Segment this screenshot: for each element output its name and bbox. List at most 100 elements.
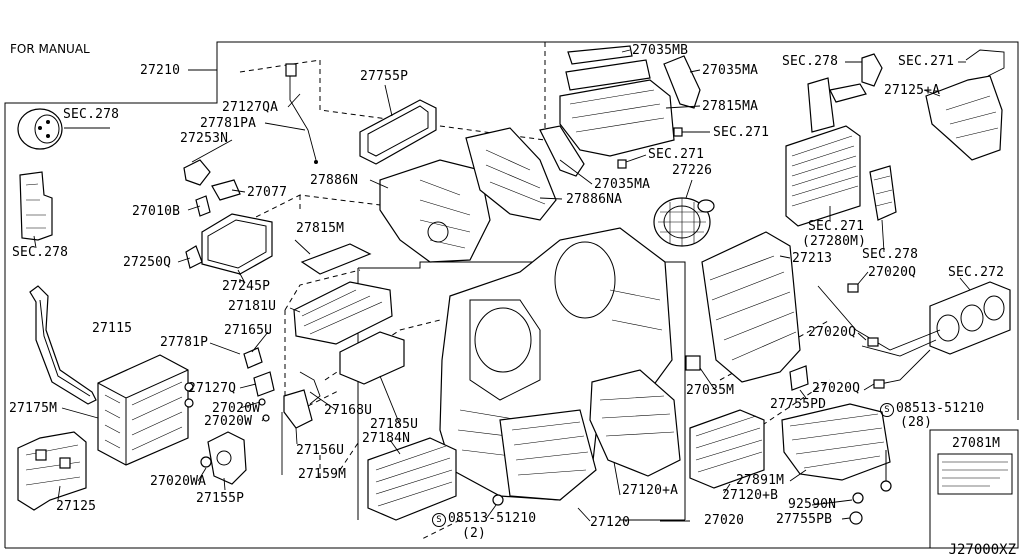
case-half-icon xyxy=(589,369,681,477)
label-27245P: 27245P xyxy=(222,279,271,294)
diagram-frame xyxy=(4,41,1019,548)
s-mark-icon: S xyxy=(880,403,894,417)
label-27226: 27226 xyxy=(672,163,713,178)
floor-duct-icon xyxy=(17,431,87,511)
cable-icon xyxy=(289,76,317,161)
label-27120-a: 27120+A xyxy=(622,483,679,498)
label-sec-278: SEC.278 xyxy=(862,247,919,262)
s-mark-icon: S xyxy=(432,513,446,527)
actuator-icon xyxy=(207,431,247,485)
screw-icon xyxy=(880,480,892,492)
side-duct-icon xyxy=(19,171,53,241)
label-08513-51210: 08513-51210 xyxy=(448,511,537,526)
clip-icon xyxy=(285,63,297,77)
label-27165U: 27165U xyxy=(224,323,273,338)
diagram-title: FOR MANUAL xyxy=(10,42,90,56)
label-27127QA: 27127QA xyxy=(222,100,279,115)
pad-icon xyxy=(789,365,809,391)
label-sec-271: SEC.271 xyxy=(713,125,770,140)
label-27115: 27115 xyxy=(92,321,133,336)
label-27081M: 27081M xyxy=(952,436,1001,451)
label-qty-28: (28) xyxy=(900,415,933,430)
duct-piece-icon xyxy=(861,53,883,87)
label-27125-a: 27125+A xyxy=(884,83,941,98)
label-27035M: 27035M xyxy=(686,383,735,398)
label-sec-271: SEC.271 xyxy=(898,54,955,69)
unit-box xyxy=(358,261,686,520)
door-icon xyxy=(339,331,405,385)
blower-case-icon xyxy=(559,79,675,157)
label-27781P: 27781P xyxy=(160,335,209,350)
label-27035MB: 27035MB xyxy=(632,43,689,58)
label-27127Q: 27127Q xyxy=(188,381,237,396)
vent-duct-icon xyxy=(925,75,1003,161)
seal-gasket-icon xyxy=(359,99,437,165)
label-27155P: 27155P xyxy=(196,491,245,506)
label-27253N: 27253N xyxy=(180,131,229,146)
door-icon xyxy=(293,281,393,345)
label-27035MA: 27035MA xyxy=(594,177,651,192)
label-27125: 27125 xyxy=(56,499,97,514)
label-27815M: 27815M xyxy=(296,221,345,236)
filter-frame-icon xyxy=(201,213,273,275)
label-27035MA: 27035MA xyxy=(702,63,759,78)
bracket-icon xyxy=(183,159,211,186)
label-27886NA: 27886NA xyxy=(566,192,623,207)
label-27755PB: 27755PB xyxy=(776,512,833,527)
label-27159M: 27159M xyxy=(298,467,347,482)
pipe-icon xyxy=(807,77,835,133)
label-27886N: 27886N xyxy=(310,173,359,188)
lower-case-icon xyxy=(781,403,891,481)
evaporator-cover-icon xyxy=(367,437,457,521)
label-92590N: 92590N xyxy=(788,497,837,512)
label-27175M: 27175M xyxy=(9,401,58,416)
seal-ring-icon xyxy=(539,125,585,177)
intake-duct-icon xyxy=(379,159,491,263)
label-27156U: 27156U xyxy=(296,443,345,458)
grommet-icon xyxy=(849,511,863,525)
label-27120: 27120 xyxy=(590,515,631,530)
control-panel-icon xyxy=(929,281,1011,355)
clip-icon xyxy=(185,245,203,269)
heater-pipe-icon xyxy=(29,285,97,405)
label-27213: 27213 xyxy=(792,251,833,266)
link-icon xyxy=(283,389,313,429)
mode-door-icon xyxy=(567,45,633,65)
label-08513-51210: 08513-51210 xyxy=(896,401,985,416)
mode-door-icon xyxy=(565,59,651,91)
seal-ring-icon xyxy=(663,55,701,109)
grommet-icon xyxy=(200,456,212,468)
label-27020W: 27020W xyxy=(212,401,261,416)
label-qty-2: (2) xyxy=(462,526,487,541)
label-sec-271: SEC.271 xyxy=(648,147,705,162)
clip-icon xyxy=(852,492,864,504)
label-27181U: 27181U xyxy=(228,299,277,314)
label-27077: 27077 xyxy=(247,185,288,200)
screw-icon xyxy=(492,494,504,506)
label-27168U: 27168U xyxy=(324,403,373,418)
label-sec-278: SEC.278 xyxy=(12,245,69,260)
leader-lines xyxy=(33,49,971,522)
label-27280M: (27280M) xyxy=(802,234,867,249)
label-27781PA: 27781PA xyxy=(200,116,257,131)
diagram-code: J27000XZ xyxy=(948,542,1016,558)
label-27184N: 27184N xyxy=(362,431,411,446)
lower-case-icon xyxy=(499,409,597,501)
label-27891M: 27891M xyxy=(736,473,785,488)
control-cable-icon xyxy=(817,285,941,351)
label-27815MA: 27815MA xyxy=(702,99,759,114)
caution-label-icon xyxy=(937,453,1013,495)
label-box xyxy=(929,429,1019,549)
label-27020Q: 27020Q xyxy=(812,381,861,396)
label-27020Q: 27020Q xyxy=(808,325,857,340)
label-27185U: 27185U xyxy=(370,417,419,432)
label-27020: 27020 xyxy=(704,513,745,528)
label-sec-271: SEC.271 xyxy=(808,219,865,234)
duct-piece-icon xyxy=(869,165,897,221)
label-sec-272: SEC.272 xyxy=(948,265,1005,280)
label-27010B: 27010B xyxy=(132,204,181,219)
lever-icon xyxy=(300,243,372,275)
label-27755PD: 27755PD xyxy=(770,397,827,412)
